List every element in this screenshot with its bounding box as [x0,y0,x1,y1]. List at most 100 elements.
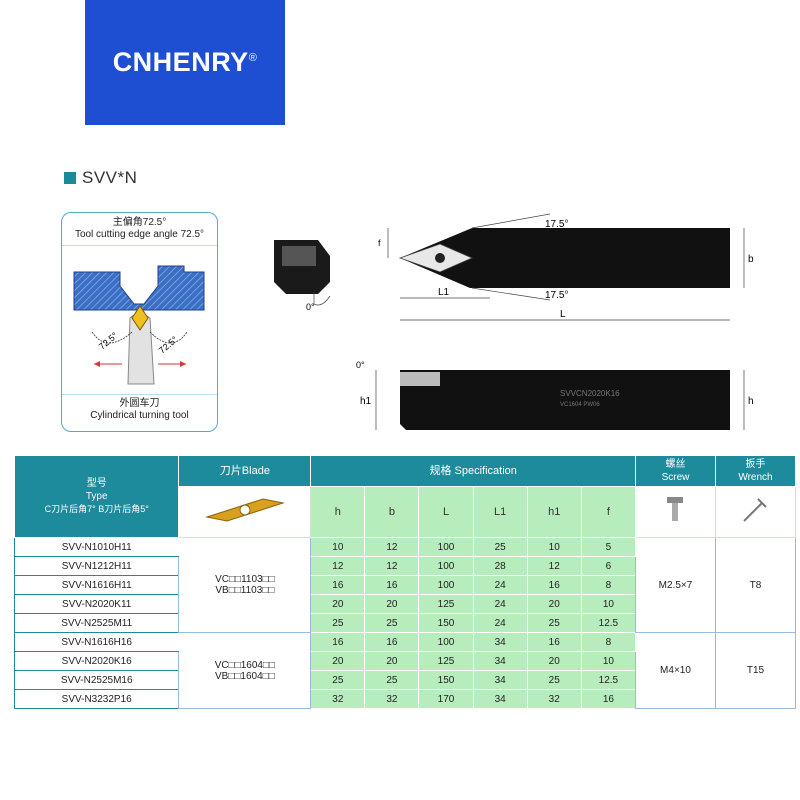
value-cell: 24 [472,613,528,633]
value-cell: 100 [418,632,474,652]
blade-image-cell [178,486,312,538]
value-cell: 16 [526,575,582,595]
value-cell: 100 [418,575,474,595]
model-cell: SVV-N1616H16 [13,632,180,652]
model-cell: SVV-N1010H11 [13,537,180,557]
insert-side-view: 0° [274,240,331,312]
value-cell: 125 [418,651,474,671]
wrench-icon [743,498,768,522]
dim-l-label: L [560,309,566,320]
card-title-en: Tool cutting edge angle 72.5° [74,229,205,240]
card-title-cn: 主偏角72.5° [112,217,167,228]
dim-h-label: h [748,396,754,407]
blade-cell: VC□□1604□□VB□□1604□□ [178,632,312,709]
col-l: L [418,486,474,538]
col-f: f [580,486,637,538]
value-cell: 8 [580,632,637,652]
col-h1: h1 [526,486,582,538]
value-cell: 8 [580,575,637,595]
model-cell: SVV-N2020K16 [13,651,180,671]
screw-image-cell [635,486,716,538]
value-cell: 34 [472,670,528,690]
dim-l1-label: L1 [438,287,450,298]
blade-code: VB□□1103□□ [215,585,275,596]
value-cell: 34 [472,689,528,709]
value-cell: 25 [364,670,420,690]
value-cell: 34 [472,651,528,671]
value-cell: 16 [310,575,366,595]
value-cell: 20 [310,594,366,614]
insert-shape [131,305,149,331]
side-angle-label: 0° [356,360,365,370]
value-cell: 16 [526,632,582,652]
value-cell: 16 [364,632,420,652]
value-cell: 12 [364,556,420,576]
model-cell: SVV-N1212H11 [13,556,180,576]
value-cell: 20 [526,594,582,614]
value-cell: 12 [364,537,420,557]
value-cell: 20 [526,651,582,671]
card-footer: 外圆车刀 Cylindrical turning tool [62,394,217,431]
wrench-cell: T15 [714,632,797,709]
value-cell: 150 [418,670,474,690]
holder-top-view: 17.5° 17.5° f b L1 L [378,213,754,321]
value-cell: 20 [310,651,366,671]
value-cell: 10 [580,651,637,671]
value-cell: 12.5 [580,670,637,690]
value-cell: 20 [364,594,420,614]
value-cell: 5 [580,537,637,557]
dim-h1-label: h1 [360,396,372,407]
value-cell: 32 [526,689,582,709]
clearance-angle-label: 0° [306,302,315,312]
type-header: 型号 Type C刀片后角7° B刀片后角5° [13,455,180,538]
spec-table: 型号 Type C刀片后角7° B刀片后角5° 刀片Blade 规格 Speci… [13,455,797,709]
value-cell: 12.5 [580,613,637,633]
screw-cell: M4×10 [635,632,716,709]
wrench-header: 扳手 Wrench [714,455,797,487]
card-header: 主偏角72.5° Tool cutting edge angle 72.5° [62,213,217,246]
blade-code: VB□□1604□□ [215,670,275,682]
screw-icon [667,497,684,521]
value-cell: 100 [418,537,474,557]
turning-diagram: 72.5° 72.5° [73,265,205,385]
value-cell: 24 [472,575,528,595]
blade-code: VC□□1103□□ [215,574,275,585]
blade-cell: VC□□1103□□VB□□1103□□ [178,537,312,633]
blade-insert-icon [204,498,285,522]
value-cell: 20 [364,651,420,671]
angle-bottom-label: 17.5° [545,290,568,301]
value-cell: 34 [472,632,528,652]
value-cell: 16 [364,575,420,595]
tool-drawing: 0° 17.5° 17.5° f b L1 L h1 h 0° SVVCN202… [274,213,754,430]
angle-left-label: 72.5° [97,330,120,351]
value-cell: 10 [310,537,366,557]
holder-side-view: h1 h 0° SVVCN2020K16 VC1604 PW06 [356,360,754,430]
value-cell: 28 [472,556,528,576]
screw-cell: M2.5×7 [635,537,716,633]
value-cell: 24 [472,594,528,614]
angle-top-label: 17.5° [545,219,568,230]
value-cell: 25 [364,613,420,633]
screw-header: 螺丝 Screw [635,455,716,487]
value-cell: 150 [418,613,474,633]
value-cell: 16 [580,689,637,709]
wrench-cell: T8 [714,537,797,633]
col-b: b [364,486,420,538]
model-cell: SVV-N3232P16 [13,689,180,709]
value-cell: 6 [580,556,637,576]
model-cell: SVV-N2525M16 [13,670,180,690]
model-cell: SVV-N2525M11 [13,613,180,633]
value-cell: 12 [526,556,582,576]
model-cell: SVV-N2020K11 [13,594,180,614]
engraving2-label: VC1604 PW06 [560,402,600,408]
dim-f-label: f [378,238,381,248]
value-cell: 100 [418,556,474,576]
brand-logo: CNHENRY® [85,0,285,125]
col-l1: L1 [472,486,528,538]
wrench-image-cell [714,486,797,538]
